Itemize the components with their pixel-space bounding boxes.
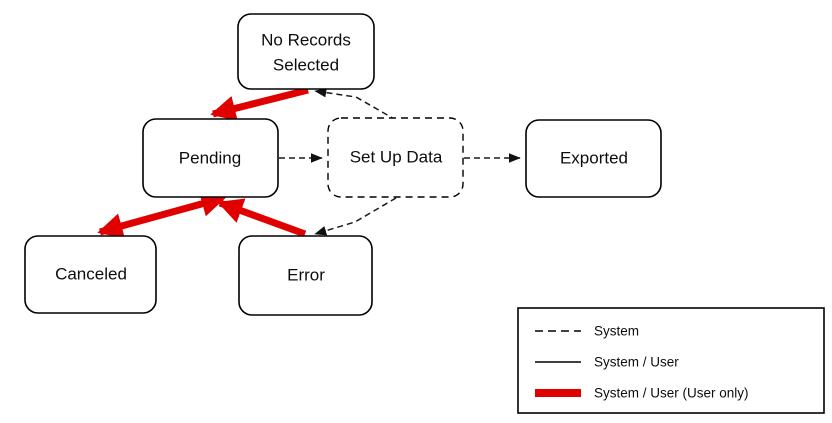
node-label-set-up-data: Set Up Data [350,147,443,166]
node-error[interactable]: Error [238,235,373,316]
legend-label-system: System [594,324,639,339]
node-label-error: Error [287,265,325,284]
edge-set-up-data-to-no-records [314,87,397,121]
node-exported[interactable]: Exported [525,119,662,198]
edge-no-records-to-pending [210,86,309,122]
legend-label-system-user: System / User [594,355,679,370]
edge-pending-canceled [97,191,227,239]
node-no-records-selected[interactable]: No Records Selected [237,13,375,90]
node-label-canceled: Canceled [55,264,127,283]
node-label-no-records-selected-line2: Selected [273,55,339,74]
node-set-up-data[interactable]: Set Up Data [327,117,464,198]
edge-set-up-data-to-error [314,197,397,236]
node-label-no-records-selected-line1: No Records [261,30,351,49]
edge-error-to-pending [217,198,307,238]
node-pending[interactable]: Pending [142,118,279,198]
legend: System System / User System / User (User… [517,307,825,414]
node-label-exported: Exported [560,148,628,167]
legend-item-system-user: System / User [535,355,679,370]
legend-label-system-user-only: System / User (User only) [594,386,749,401]
node-canceled[interactable]: Canceled [24,235,157,314]
legend-item-system: System [535,324,639,339]
legend-item-system-user-only: System / User (User only) [535,386,749,401]
node-label-pending: Pending [179,148,241,167]
